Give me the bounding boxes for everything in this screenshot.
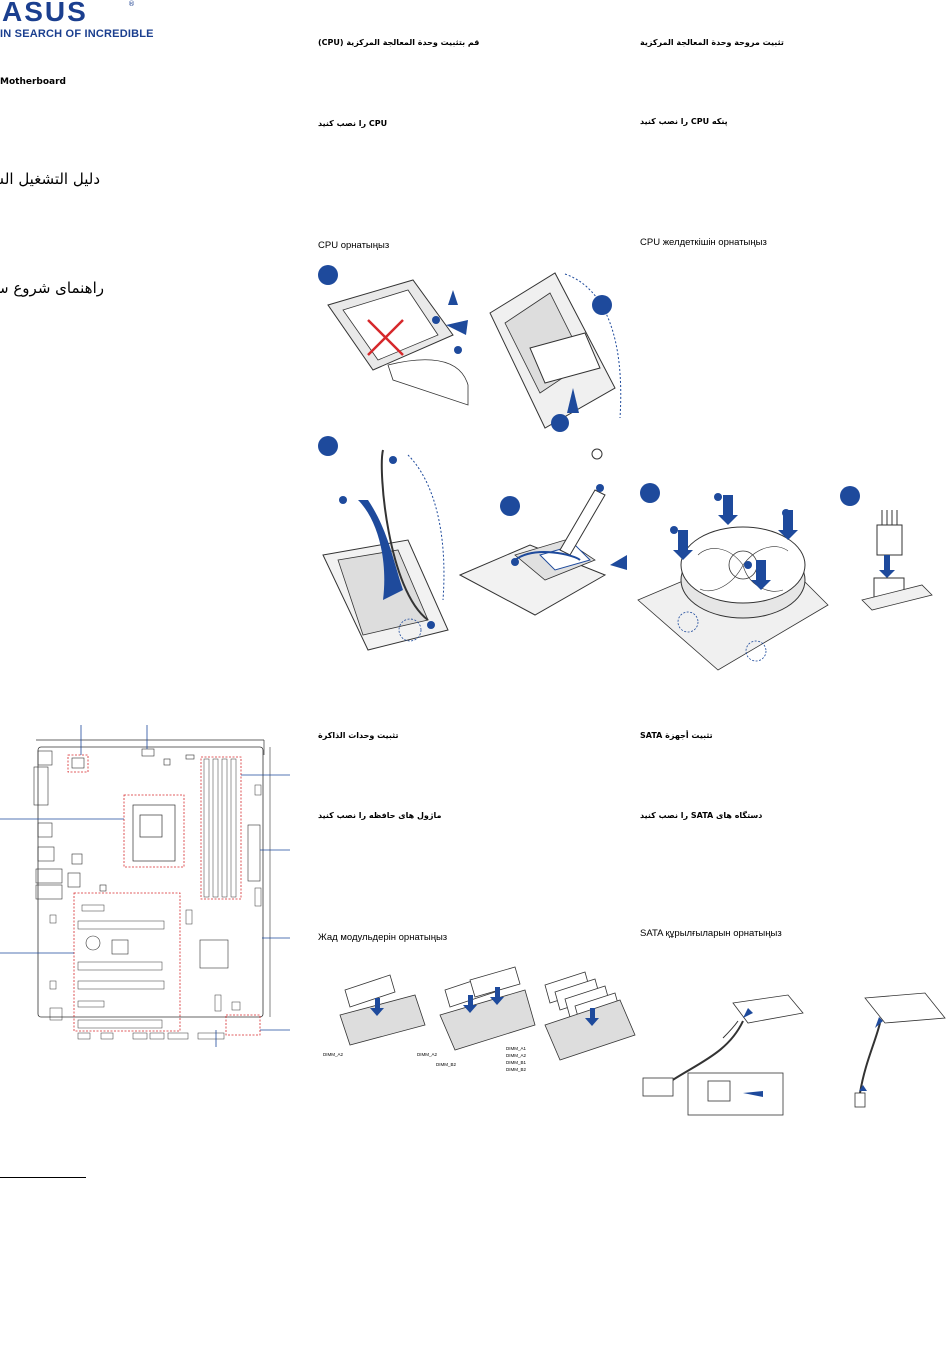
dimm-label-pair-a2: DIMM_A2: [417, 1052, 438, 1057]
step-3-marker: [318, 436, 338, 456]
cpu-fan-section-title-fa: پنكه CPU را نصب كنيد: [640, 117, 728, 126]
motherboard-layout-diagram: [0, 725, 290, 1047]
memory-section-title-fa: ماژول های حافظه را نصب كنيد: [318, 811, 442, 820]
sata-section-title-fa: دستگاه های SATA را نصب كنيد: [640, 811, 763, 820]
cpu-lever-close-illustration: [322, 449, 449, 651]
step-1-marker: [318, 265, 338, 285]
memory-section-title-kz: Жад модульдерін орнатыңыз: [318, 932, 448, 943]
cpu-fan-section-title-kz: CPU желдеткішін орнатыңыз: [640, 237, 767, 248]
memory-install-one-module: [339, 974, 426, 1046]
sata-cable-install-illustration: [642, 994, 804, 1116]
dimm-label-quad-b2: DIMM_B2: [506, 1067, 527, 1072]
asus-logo: ASUS: [2, 0, 88, 27]
sata-cable-install-alt-illustration: [854, 992, 946, 1108]
dimm-label-quad-b1: DIMM_B1: [506, 1060, 527, 1065]
fan-step-2-marker: [840, 486, 860, 506]
fan-step-1-marker: [640, 483, 660, 503]
cpu-insert-illustration: [489, 272, 622, 460]
memory-install-four-modules: [544, 971, 636, 1061]
thermal-paste-illustration: [458, 484, 627, 616]
sata-section-title-ar: تثبيت أجهزة SATA: [640, 731, 713, 740]
sata-section-title-kz: SATA құрылғыларын орнатыңыз: [640, 928, 782, 939]
dimm-label-pair-b2: DIMM_B2: [436, 1062, 457, 1067]
fan-connector-illustration: [861, 510, 933, 611]
cpu-fan-section-title-ar: تثبيت مروحة وحدة المعالجة المركزية: [640, 38, 784, 47]
brand-tagline: IN SEARCH OF INCREDIBLE: [0, 28, 154, 40]
footer-rule: [0, 1177, 86, 1178]
registered-mark: ®: [128, 0, 135, 8]
cpu-section-title-kz: CPU орнатыңыз: [318, 240, 390, 251]
dimm-label-quad-a2: DIMM_A2: [506, 1053, 527, 1058]
cpu-section-title-fa: CPU را نصب كنيد: [318, 119, 388, 128]
guide-title-persian: راهنمای شروع سریع: [0, 279, 104, 297]
cpu-socket-open-illustration: [327, 279, 469, 406]
memory-install-two-modules: [439, 966, 536, 1051]
guide-title-arabic: دليل التشغيل السريع: [0, 170, 100, 188]
cpu-fan-install-illustration: [637, 493, 829, 671]
dimm-label-quad-a1: DIMM_A1: [506, 1046, 527, 1051]
memory-section-title-ar: تثبيت وحدات الذاكرة: [318, 731, 399, 740]
model-name: Motherboard: [0, 77, 66, 87]
cpu-section-title-ar: قم بتثبيت وحدة المعالجة المركزية (CPU): [318, 38, 480, 47]
dimm-label-single-a2: DIMM_A2: [323, 1052, 344, 1057]
step-4-marker: [500, 496, 520, 516]
